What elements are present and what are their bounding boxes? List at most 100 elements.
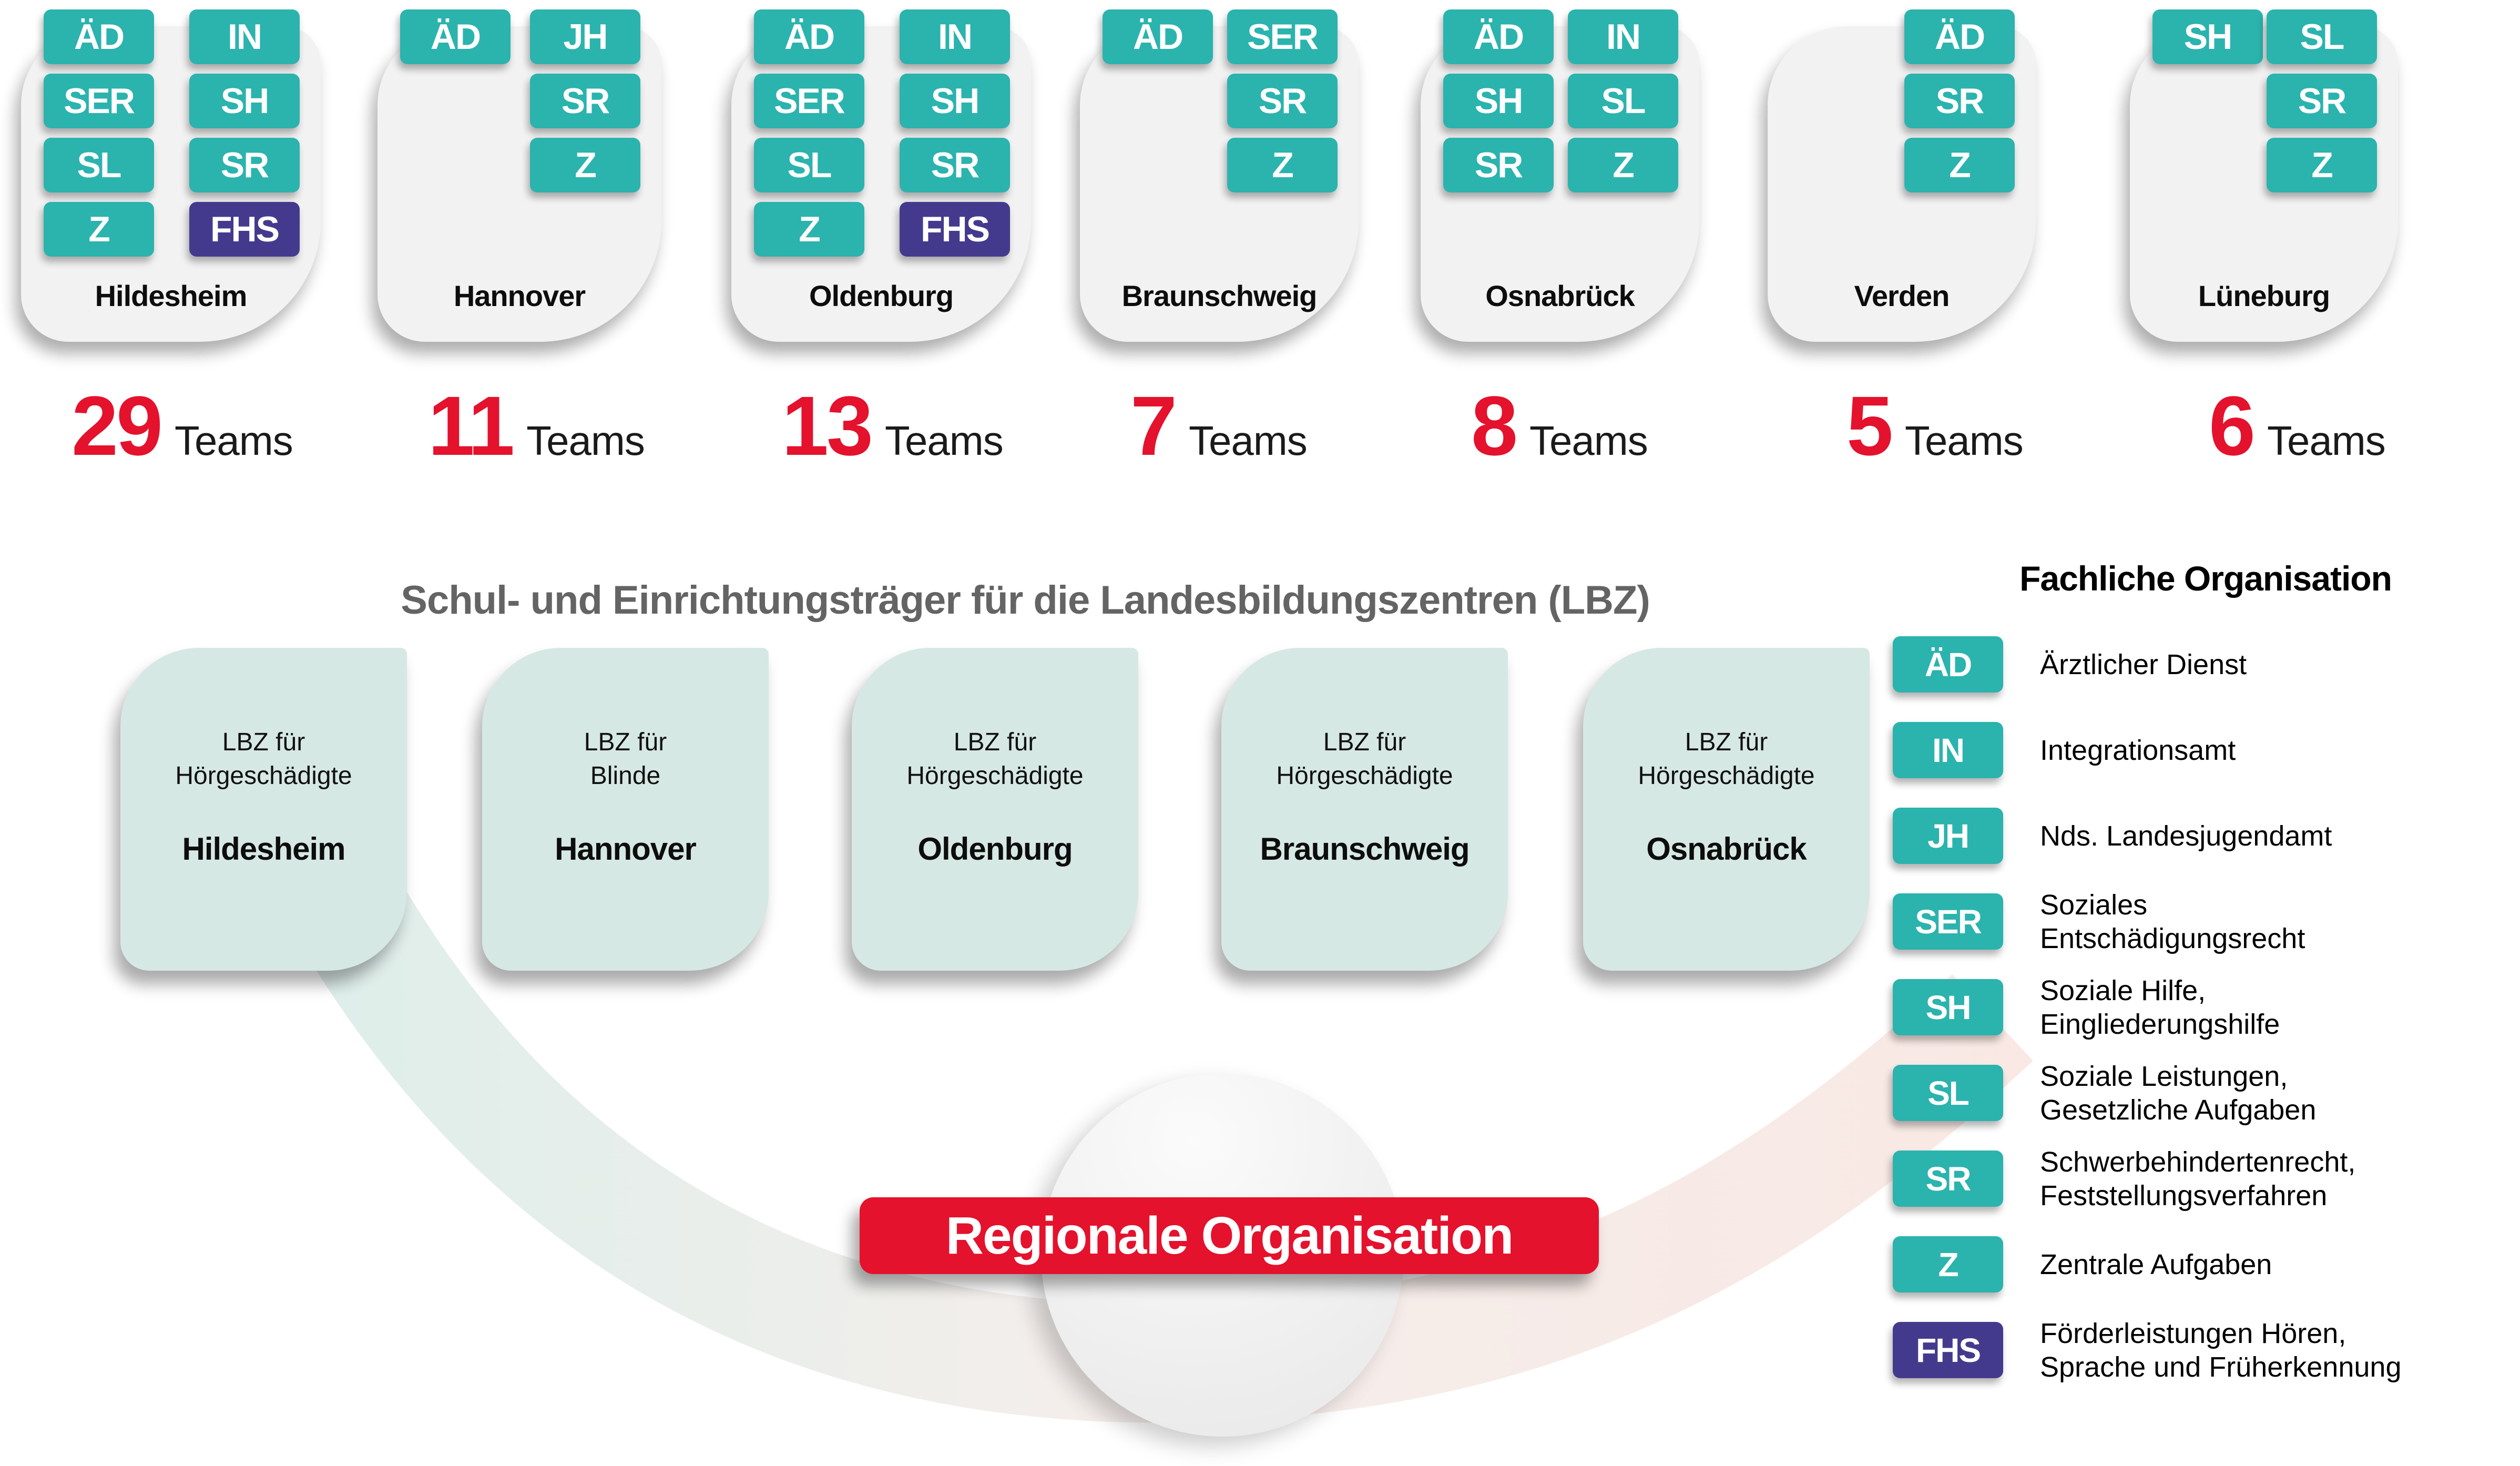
badge-in: IN (1568, 9, 1678, 64)
badge-sl: SL (754, 138, 864, 192)
badge-fhs: FHS (189, 202, 300, 257)
badge-sl: SL (44, 138, 154, 192)
legend-label: Integrationsamt (2040, 734, 2236, 767)
team-count-suffix: Teams (1529, 418, 1648, 464)
badge-sh: SH (900, 74, 1010, 128)
team-count-suffix: Teams (1188, 418, 1308, 464)
lbz-card-city: Braunschweig (1260, 831, 1470, 867)
lbz-card-city: Osnabrück (1646, 831, 1807, 867)
legend-label-line1: Ärztlicher Dienst (2040, 648, 2247, 680)
legend-label-line1: Schwerbehindertenrecht, (2040, 1146, 2356, 1178)
legend-title: Fachliche Organisation (2019, 559, 2392, 598)
lbz-line2: Hörgeschädigte (1276, 762, 1453, 790)
badge-sr: SR (530, 74, 640, 128)
region-name: Hildesheim (95, 279, 248, 312)
badge-fhs: FHS (900, 202, 1010, 257)
legend-label-line2: Entschädigungsrecht (2040, 922, 2305, 954)
badge-sh: SH (2152, 9, 2263, 64)
badge-äd: ÄD (1103, 9, 1213, 64)
team-count-suffix: Teams (526, 418, 645, 464)
badge-column-left: SH (2152, 9, 2263, 64)
lbz-line2: Hörgeschädigte (175, 762, 352, 790)
badge-äd: ÄD (1904, 9, 2015, 64)
badge-sl: SL (2267, 9, 2377, 64)
badge-ser: SER (44, 74, 154, 128)
region-name: Hannover (453, 279, 586, 312)
badge-z: Z (1904, 138, 2015, 192)
team-count-suffix: Teams (884, 418, 1004, 464)
legend-label-line2: Sprache und Früherkennung (2040, 1351, 2402, 1383)
lbz-card-city: Oldenburg (917, 831, 1073, 867)
team-count-suffix: Teams (1904, 418, 2024, 464)
lbz-line2: Blinde (590, 762, 661, 790)
badge-z: Z (2267, 138, 2377, 192)
legend-label-line1: Förderleistungen Hören, (2040, 1317, 2346, 1349)
legend-badge-sh: SH (1893, 979, 2003, 1035)
region-name: Braunschweig (1121, 279, 1318, 312)
badge-sr: SR (900, 138, 1010, 192)
team-count-suffix: Teams (2267, 418, 2386, 464)
legend-label: Förderleistungen Hören,Sprache und Frühe… (2040, 1317, 2401, 1384)
badge-sr: SR (1227, 74, 1338, 128)
legend-badge-ser: SER (1893, 893, 2003, 950)
team-count-number: 8 (1471, 379, 1518, 473)
legend-label-line2: Gesetzliche Aufgaben (2040, 1094, 2317, 1126)
team-count-number: 7 (1130, 379, 1177, 473)
badge-z: Z (1227, 138, 1338, 192)
badge-ser: SER (1227, 9, 1338, 64)
lbz-line1: LBZ für (1685, 728, 1768, 756)
regional-organisation-banner: Regionale Organisation (860, 1197, 1599, 1274)
legend-badge-z: Z (1893, 1236, 2003, 1292)
legend-label: Soziale Hilfe,Eingliederungshilfe (2040, 974, 2280, 1041)
badge-sr: SR (189, 138, 300, 192)
lbz-line1: LBZ für (953, 728, 1037, 756)
badge-äd: ÄD (1443, 9, 1554, 64)
badge-sr: SR (2267, 74, 2377, 128)
badge-column-left: ÄD (400, 9, 511, 64)
legend-badge-fhs: FHS (1893, 1322, 2003, 1378)
lbz-section-title: Schul- und Einrichtungsträger für die La… (401, 578, 1650, 623)
legend-label-line1: Soziale Hilfe, (2040, 974, 2206, 1006)
badge-z: Z (530, 138, 640, 192)
badge-sh: SH (1443, 74, 1554, 128)
badge-äd: ÄD (44, 9, 154, 64)
lbz-line2: Hörgeschädigte (1638, 762, 1815, 790)
legend-label: Schwerbehindertenrecht,Feststellungsverf… (2040, 1145, 2355, 1213)
region-name: Oldenburg (809, 279, 954, 312)
legend-label: Ärztlicher Dienst (2040, 648, 2247, 681)
badge-z: Z (754, 202, 864, 257)
legend-badge-jh: JH (1893, 808, 2003, 864)
badge-column-right: SER SR Z (1227, 9, 1338, 192)
badge-z: Z (1568, 138, 1678, 192)
legend-badge-sr: SR (1893, 1151, 2003, 1207)
badge-column-left: ÄD (1103, 9, 1213, 64)
badge-in: IN (189, 9, 300, 64)
legend-row-sh: SH Soziale Hilfe,Eingliederungshilfe (1893, 975, 2518, 1040)
lbz-line1: LBZ für (584, 728, 667, 756)
badge-äd: ÄD (400, 9, 511, 64)
badge-jh: JH (530, 9, 640, 64)
badge-sl: SL (1568, 74, 1678, 128)
